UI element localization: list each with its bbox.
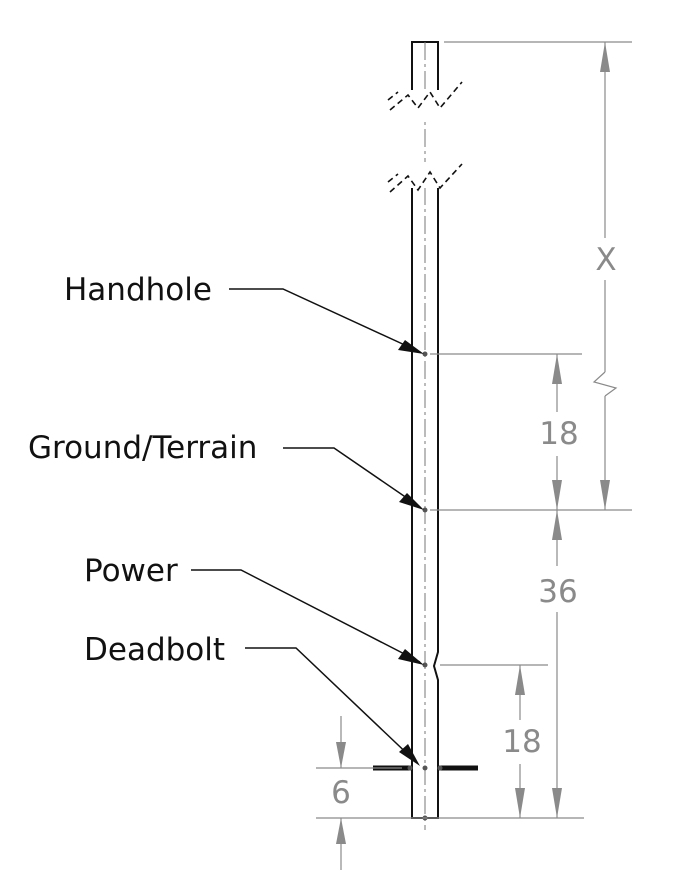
point-markers	[407, 351, 443, 821]
dimension-deadbolt-base: 6	[331, 716, 351, 870]
callout-power: Power	[84, 553, 424, 665]
dimension-power-base-label: 18	[502, 724, 541, 760]
dimension-x: X	[592, 42, 618, 510]
dimension-handhole-ground: 18	[539, 354, 579, 510]
break-symbol-upper	[385, 81, 465, 120]
dimension-handhole-ground-label: 18	[539, 416, 578, 452]
dimension-ground-base: 36	[538, 510, 578, 818]
break-symbol-lower	[385, 162, 465, 193]
dimension-deadbolt-base-label: 6	[331, 775, 351, 811]
ground-label: Ground/Terrain	[28, 430, 257, 466]
dimension-x-label: X	[595, 242, 616, 278]
callout-deadbolt: Deadbolt	[84, 632, 420, 766]
handhole-label: Handhole	[64, 272, 212, 308]
callout-ground: Ground/Terrain	[28, 430, 424, 510]
dimension-power-base: 18	[502, 665, 542, 818]
deadbolt-label: Deadbolt	[84, 632, 225, 668]
power-label: Power	[84, 553, 178, 589]
callout-handhole: Handhole	[64, 272, 424, 354]
dimension-ground-base-label: 36	[538, 574, 577, 610]
extension-lines	[316, 41, 632, 819]
pole	[411, 41, 439, 830]
